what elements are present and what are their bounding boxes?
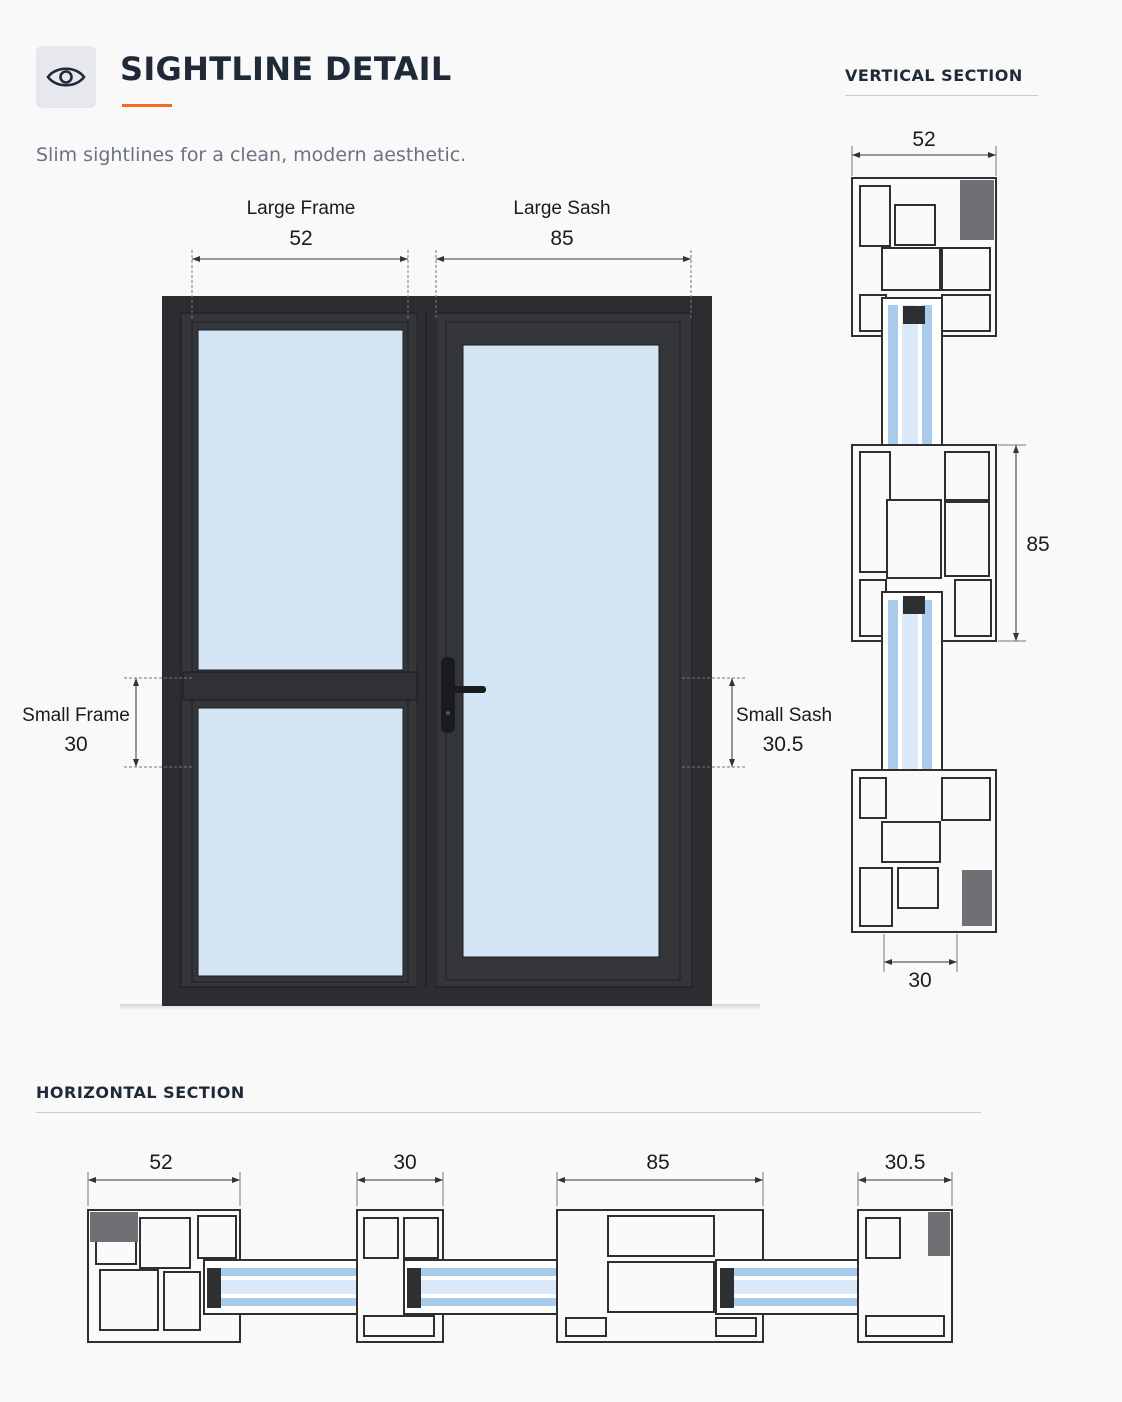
small-frame-label: Small Frame bbox=[22, 705, 130, 726]
small-sash-value: 30.5 bbox=[763, 733, 804, 756]
vertical-dim-bottom: 30 bbox=[908, 969, 931, 992]
vertical-section-rule bbox=[845, 95, 1038, 96]
vertical-dim-side: 85 bbox=[1026, 533, 1049, 556]
horizontal-dim-4: 30.5 bbox=[885, 1151, 926, 1174]
door-handle-plate bbox=[441, 657, 455, 733]
header-icon-box bbox=[36, 46, 96, 108]
transom-bar bbox=[182, 671, 418, 701]
large-sash-value: 85 bbox=[550, 227, 573, 250]
vertical-dim-top: 52 bbox=[912, 128, 935, 151]
horizontal-section-drawing: 52 30 85 30.5 bbox=[87, 1151, 953, 1343]
sill-gasket bbox=[962, 870, 992, 926]
page-subtitle: Slim sightlines for a clean, modern aest… bbox=[36, 144, 467, 166]
horizontal-section-rule bbox=[36, 1112, 981, 1113]
horizontal-dim-3: 85 bbox=[646, 1151, 669, 1174]
large-frame-value: 52 bbox=[289, 227, 312, 250]
page-title: SIGHTLINE DETAIL bbox=[120, 50, 452, 88]
eye-icon bbox=[46, 67, 86, 87]
large-frame-label: Large Frame bbox=[247, 198, 356, 219]
vertical-section-drawing: 52 85 30 bbox=[851, 128, 1050, 992]
door-handle-lever bbox=[448, 686, 486, 693]
floor-shadow bbox=[120, 1004, 760, 1010]
small-frame-value: 30 bbox=[64, 733, 87, 756]
right-glass bbox=[462, 344, 660, 958]
horizontal-dim-1: 52 bbox=[149, 1151, 172, 1174]
head-gasket bbox=[960, 180, 994, 240]
large-sash-label: Large Sash bbox=[513, 198, 610, 219]
horizontal-dim-2: 30 bbox=[393, 1151, 416, 1174]
meeting-stile-profile bbox=[556, 1209, 764, 1343]
door-elevation: Large Frame 52 Large Sash 85 Small Frame… bbox=[22, 198, 832, 1010]
mullion-profile bbox=[356, 1209, 444, 1343]
vertical-section-title: VERTICAL SECTION bbox=[845, 66, 1023, 85]
small-sash-label: Small Sash bbox=[736, 705, 832, 726]
left-upper-glass bbox=[197, 329, 404, 671]
title-accent-underline bbox=[122, 104, 172, 107]
horizontal-section-title: HORIZONTAL SECTION bbox=[36, 1083, 245, 1102]
left-lower-glass bbox=[197, 707, 404, 977]
